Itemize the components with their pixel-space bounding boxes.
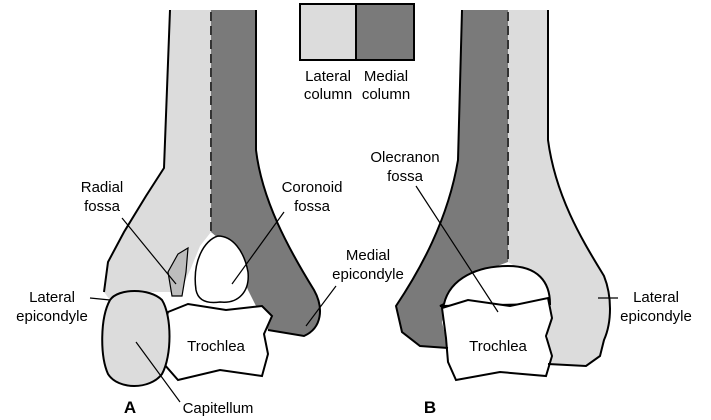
panel-b-trochlea-shape <box>440 296 554 382</box>
panel-a-lateral-epicondyle-label-line1: Lateral <box>29 289 75 306</box>
legend-medial-label-line1: Medial <box>364 68 408 85</box>
legend-lateral-swatch <box>299 3 357 61</box>
panel-a: Radial fossa Coronoid fossa Lateral epic… <box>16 9 404 417</box>
panel-a-radial-fossa-label-line2: fossa <box>84 198 121 215</box>
panel-a-coronoid-fossa-label-line2: fossa <box>294 198 331 215</box>
panel-b-lateral-epicondyle-label-line1: Lateral <box>633 289 679 306</box>
panel-a-radial-fossa-label-line1: Radial <box>81 179 124 196</box>
panel-b-olecranon-fossa-label-line1: Olecranon <box>370 149 439 166</box>
panel-b-olecranon-fossa-label-line2: fossa <box>387 168 424 185</box>
panel-a-coronoid-fossa-leader <box>231 211 285 285</box>
panel-a-lateral-column <box>104 10 211 300</box>
panel-a-lateral-epicondyle-leader <box>89 297 111 301</box>
panel-a-radial-fossa-leader <box>121 217 177 285</box>
panel-a-outline <box>103 9 321 338</box>
panel-b-olecranon-fossa <box>439 264 552 307</box>
panel-b-medial-column <box>396 10 508 348</box>
panel-a-capitellum-label: Capitellum <box>183 400 254 417</box>
panel-a-medial-epicondyle-leader <box>305 285 337 327</box>
panel-b-letter: B <box>424 398 436 417</box>
legend-lateral-label-line1: Lateral <box>305 68 351 85</box>
panel-a-capitellum-shape <box>101 290 171 387</box>
legend: Lateral column Medial column <box>299 3 415 103</box>
panel-a-medial-epicondyle-label-line1: Medial <box>346 247 390 264</box>
panel-a-capitellum-leader <box>135 341 181 403</box>
panel-a-lateral-epicondyle-label-line2: epicondyle <box>16 308 88 325</box>
panel-a-letter: A <box>124 398 136 417</box>
panel-a-coronoid-fossa <box>194 235 249 304</box>
panel-a-radial-fossa <box>167 246 189 297</box>
panel-b-lateral-epicondyle-label-line2: epicondyle <box>620 308 692 325</box>
panel-a-coronoid-fossa-label-line1: Coronoid <box>282 179 343 196</box>
legend-medial-swatch <box>355 3 415 61</box>
panel-a-medial-epicondyle-label-line2: epicondyle <box>332 266 404 283</box>
legend-lateral-label-line2: column <box>304 86 352 103</box>
legend-medial-label-line2: column <box>362 86 410 103</box>
panel-b: Olecranon fossa Trochlea Lateral epicond… <box>370 9 692 417</box>
panel-b-trochlea-label: Trochlea <box>469 338 527 355</box>
panel-b-olecranon-fossa-leader <box>415 185 499 313</box>
panel-b-outline <box>394 9 611 368</box>
panel-a-trochlea-label: Trochlea <box>187 338 245 355</box>
